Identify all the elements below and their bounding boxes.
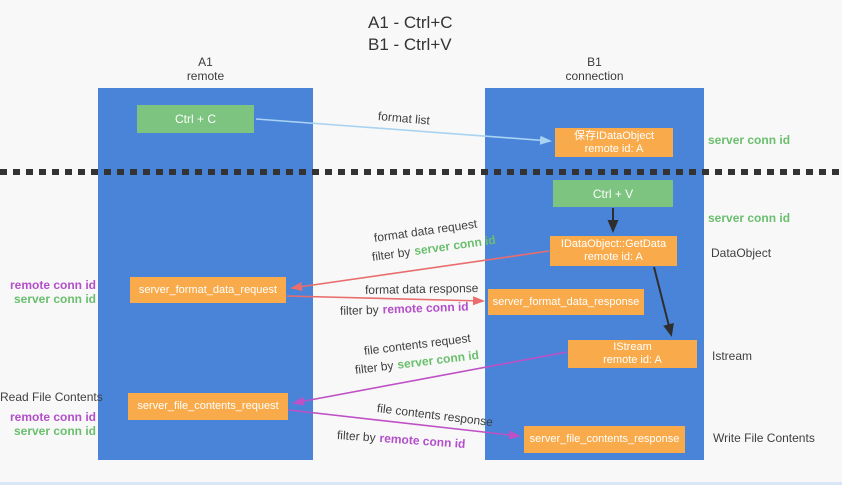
- network-boundary-divider: [0, 169, 842, 175]
- annotation-istream: Istream: [712, 349, 753, 363]
- diagram-title: A1 - Ctrl+C B1 - Ctrl+V: [368, 12, 453, 56]
- box-server-format-data-response: server_format_data_response: [488, 289, 644, 315]
- annotation-dataobject: DataObject: [711, 246, 772, 260]
- file-response-label: server_file_contents_response: [529, 433, 680, 445]
- title-line-2: B1 - Ctrl+V: [368, 35, 452, 54]
- istream-line2: remote id: A: [603, 354, 662, 366]
- arrow-format-data-request: [290, 250, 550, 292]
- box-server-file-contents-response: server_file_contents_response: [524, 426, 685, 453]
- annotation-conn-ids-format: remote conn id server conn id: [0, 278, 96, 306]
- annotation-server-conn-id-mid: server conn id: [708, 211, 791, 225]
- arrow-getdata-to-istream: [653, 266, 674, 337]
- annotation-write-file-contents: Write File Contents: [713, 431, 815, 445]
- annotation-read-file-contents: Read File Contents: [0, 390, 103, 404]
- box-idataobject-getdata: IDataObject::GetData remote id: A: [550, 236, 677, 266]
- remote-conn-id-label: remote conn id: [9, 278, 96, 292]
- column-a1-name: A1: [198, 55, 213, 69]
- column-b1-role: connection: [565, 69, 624, 83]
- arrow-file-contents-response: [288, 409, 521, 440]
- file-request-label: server_file_contents_request: [137, 400, 279, 412]
- getdata-text: IDataObject::GetData remote id: A: [561, 238, 666, 264]
- window-bottom-edge: [0, 482, 842, 485]
- istream-text: IStream remote id: A: [603, 341, 662, 367]
- label-format-data-response: format data response: [364, 281, 479, 297]
- save-idataobject-line1: 保存IDataObject: [573, 129, 655, 142]
- column-header-b1: B1 connection: [485, 55, 704, 83]
- box-ctrl-v: Ctrl + V: [553, 180, 673, 207]
- format-response-label: server_format_data_response: [492, 295, 640, 308]
- column-a1-role: remote: [186, 69, 225, 83]
- remote-conn-id-label: remote conn id: [9, 410, 96, 424]
- annotation-server-conn-id-top: server conn id: [708, 133, 791, 147]
- column-header-a1: A1 remote: [98, 55, 313, 83]
- ctrl-c-label: Ctrl + C: [174, 112, 216, 126]
- box-istream: IStream remote id: A: [568, 340, 697, 368]
- column-b1-name: B1: [587, 55, 602, 69]
- title-line-1: A1 - Ctrl+C: [368, 13, 453, 32]
- filter-by-text: filter by: [336, 428, 377, 445]
- box-ctrl-c: Ctrl + C: [137, 105, 254, 133]
- remote-conn-id-text: remote conn id: [382, 299, 469, 317]
- arrow-file-contents-request: [292, 351, 568, 406]
- server-conn-id-label: server conn id: [13, 424, 96, 438]
- save-idataobject-line2: remote id: A: [584, 142, 644, 155]
- save-idataobject-text: 保存IDataObject remote id: A: [574, 130, 654, 156]
- format-request-label: server_format_data_request: [138, 283, 278, 296]
- arrow-format-data-response: [286, 295, 485, 306]
- getdata-line1: IDataObject::GetData: [560, 238, 667, 250]
- ctrl-v-label: Ctrl + V: [592, 186, 634, 201]
- filter-by-text: filter by: [339, 302, 379, 318]
- box-save-idataobject: 保存IDataObject remote id: A: [555, 128, 673, 157]
- box-server-format-data-request: server_format_data_request: [130, 277, 286, 303]
- getdata-line2: remote id: A: [584, 251, 643, 263]
- server-conn-id-label: server conn id: [13, 292, 96, 306]
- istream-line1: IStream: [613, 341, 652, 353]
- box-server-file-contents-request: server_file_contents_request: [128, 393, 288, 420]
- annotation-conn-ids-file: remote conn id server conn id: [0, 410, 96, 438]
- arrow-format-list: [255, 118, 552, 145]
